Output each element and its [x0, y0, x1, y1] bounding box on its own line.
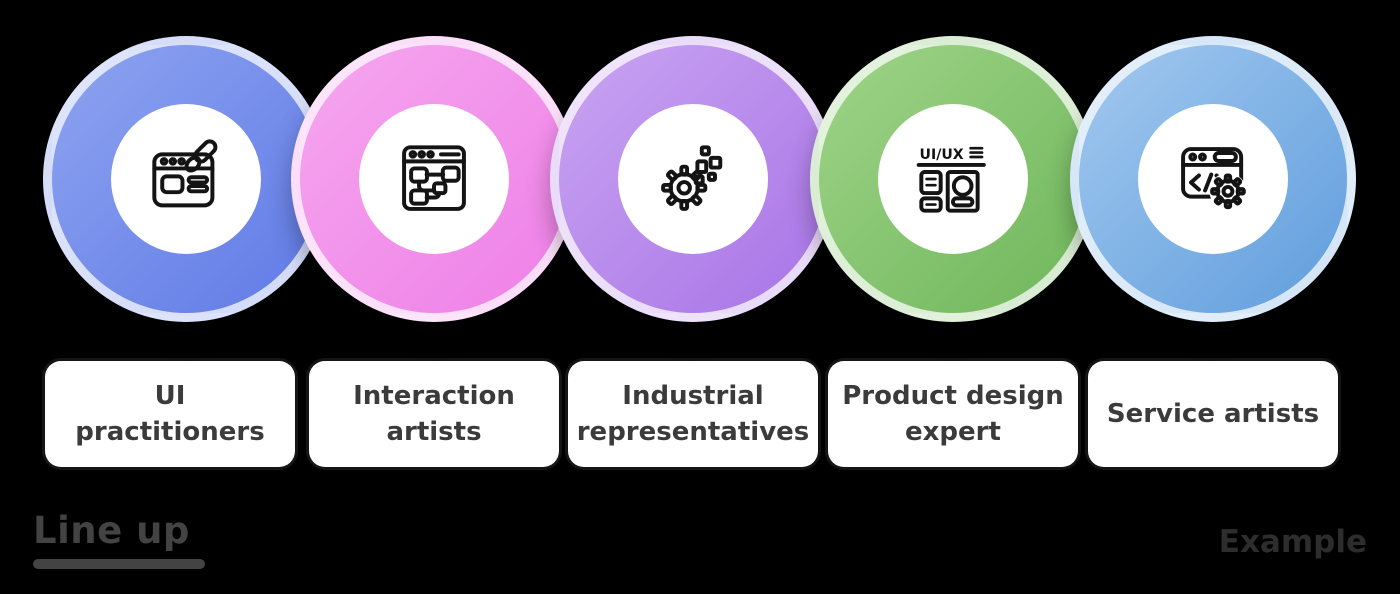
- label-text: Product design expert: [842, 381, 1064, 447]
- label-industrial-representatives: Industrial representatives: [568, 361, 818, 467]
- footer-note: Example: [1218, 524, 1367, 560]
- label-text: Service artists: [1106, 399, 1320, 429]
- circle-inner-disc: [111, 104, 261, 254]
- footer-title: Line up: [33, 509, 190, 552]
- circle-inner-disc: [359, 104, 509, 254]
- label-ui-practitioners: UI practitioners: [45, 361, 295, 467]
- label-text: Interaction artists: [353, 381, 515, 447]
- circle-ui-practitioners: [43, 36, 329, 322]
- label-text: Industrial representatives: [576, 381, 810, 447]
- circle-inner-disc: [618, 104, 768, 254]
- label-product-design-expert: Product design expert: [828, 361, 1078, 467]
- circle-product-design-expert: UI/UX: [810, 36, 1096, 322]
- label-text: UI practitioners: [75, 381, 265, 447]
- uiux-wireframe-icon: UI/UX: [916, 147, 986, 213]
- circle-inner-disc: UI/UX: [878, 104, 1028, 254]
- uiux-icon-label: UI/UX: [920, 147, 964, 163]
- circle-inner-disc: [1138, 104, 1288, 254]
- circle-interaction-artists: [291, 36, 577, 322]
- flowchart-icon: [402, 145, 466, 211]
- label-interaction-artists: Interaction artists: [309, 361, 559, 467]
- code-gear-icon: [1181, 147, 1247, 210]
- footer-title-underline: [33, 559, 205, 569]
- label-service-artists: Service artists: [1088, 361, 1338, 467]
- ui-design-icon: [152, 139, 218, 208]
- circle-industrial-representatives: [550, 36, 836, 322]
- circle-service-artists: [1070, 36, 1356, 322]
- gear-pixels-icon: [661, 145, 723, 211]
